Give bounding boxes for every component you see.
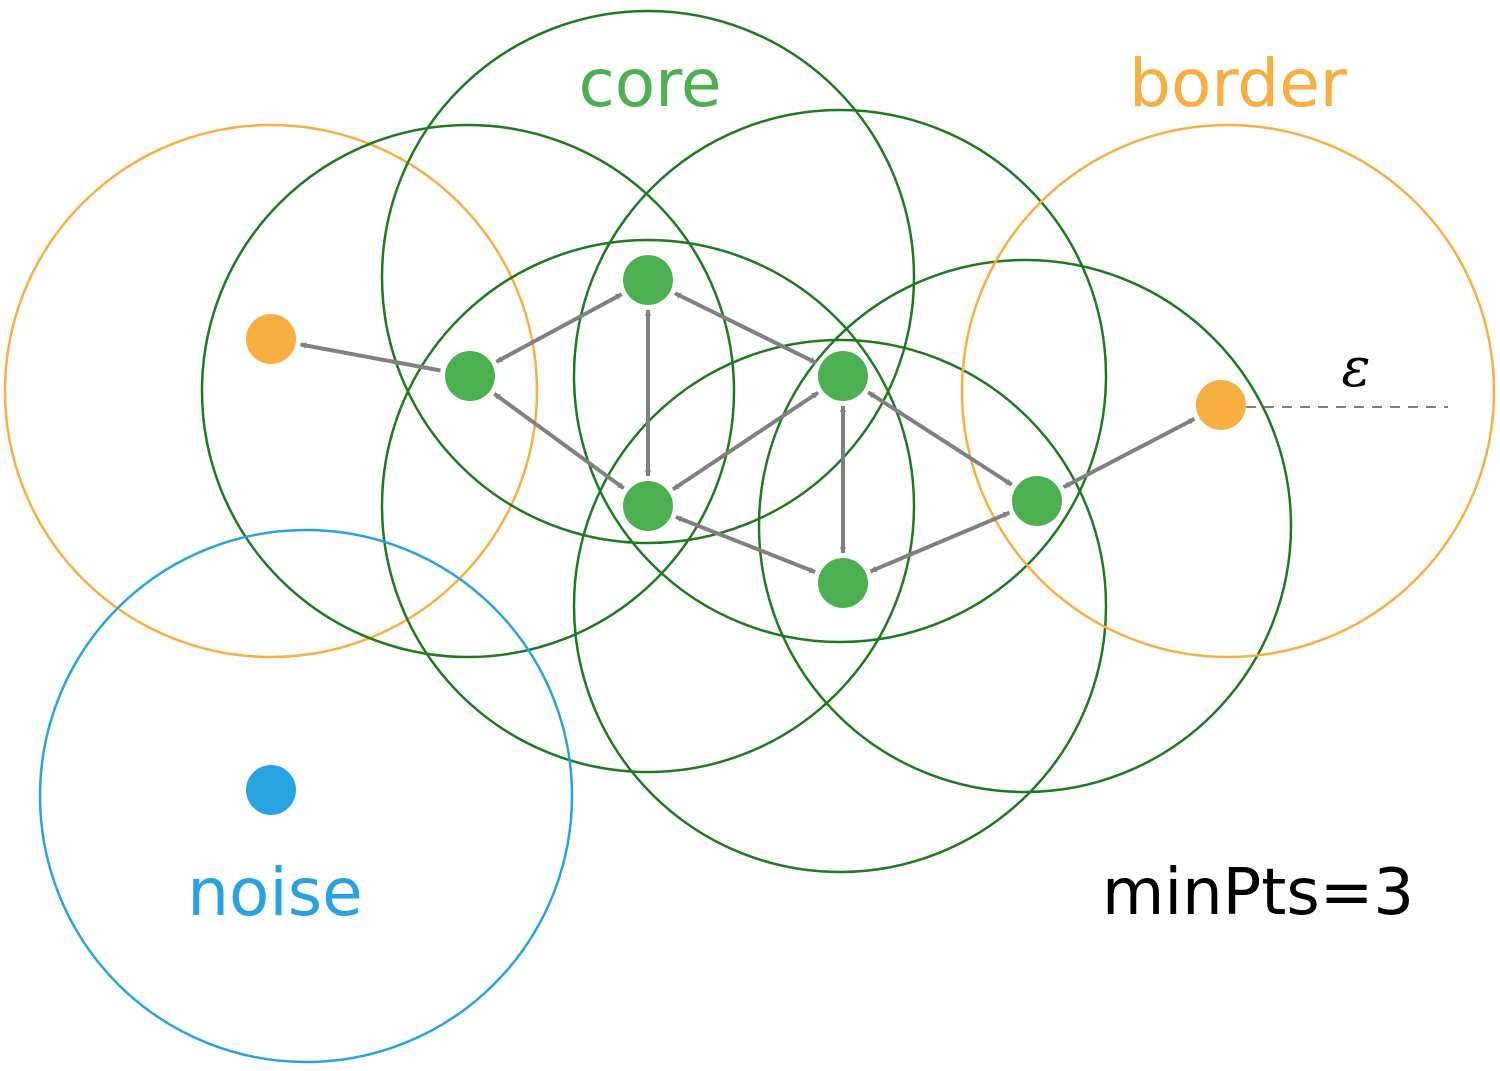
arrow-core-a-core-b bbox=[495, 292, 623, 364]
circle-core-a bbox=[200, 123, 736, 659]
label-border: border bbox=[1129, 45, 1348, 122]
arrow-core-f-border-right bbox=[1062, 417, 1196, 489]
point-core-e bbox=[818, 558, 868, 608]
arrow-core-c-core-e bbox=[675, 515, 816, 574]
point-core-f bbox=[1012, 476, 1062, 526]
circle-border-right bbox=[960, 123, 1496, 659]
point-core-b bbox=[623, 255, 673, 305]
connection-arrows bbox=[299, 291, 1196, 574]
arrow-core-d-core-f bbox=[867, 390, 1013, 487]
epsilon-circles bbox=[3, 9, 1496, 1064]
point-core-a bbox=[445, 351, 495, 401]
point-noise bbox=[246, 765, 296, 815]
arrow-core-c-core-d bbox=[671, 390, 820, 492]
circle-border-left bbox=[3, 123, 539, 659]
point-core-c bbox=[623, 481, 673, 531]
arrow-core-a-core-c bbox=[493, 392, 625, 490]
circle-core-b bbox=[380, 9, 916, 545]
arrow-core-a-border-left bbox=[299, 342, 441, 373]
label-noise: noise bbox=[187, 854, 363, 931]
arrow-core-e-core-f bbox=[869, 510, 1011, 574]
circle-core-d bbox=[572, 108, 1108, 644]
label-min-pts: minPts=3 bbox=[1102, 856, 1414, 930]
point-border-right bbox=[1196, 380, 1246, 430]
point-border-left bbox=[246, 314, 296, 364]
point-core-d bbox=[818, 351, 868, 401]
label-core: core bbox=[579, 45, 722, 122]
arrow-core-b-core-d bbox=[674, 291, 817, 365]
data-points bbox=[246, 255, 1246, 815]
label-epsilon: ε bbox=[1342, 336, 1371, 399]
circle-noise bbox=[38, 528, 574, 1064]
circle-core-e bbox=[572, 338, 1108, 874]
circle-core-c bbox=[380, 238, 916, 774]
